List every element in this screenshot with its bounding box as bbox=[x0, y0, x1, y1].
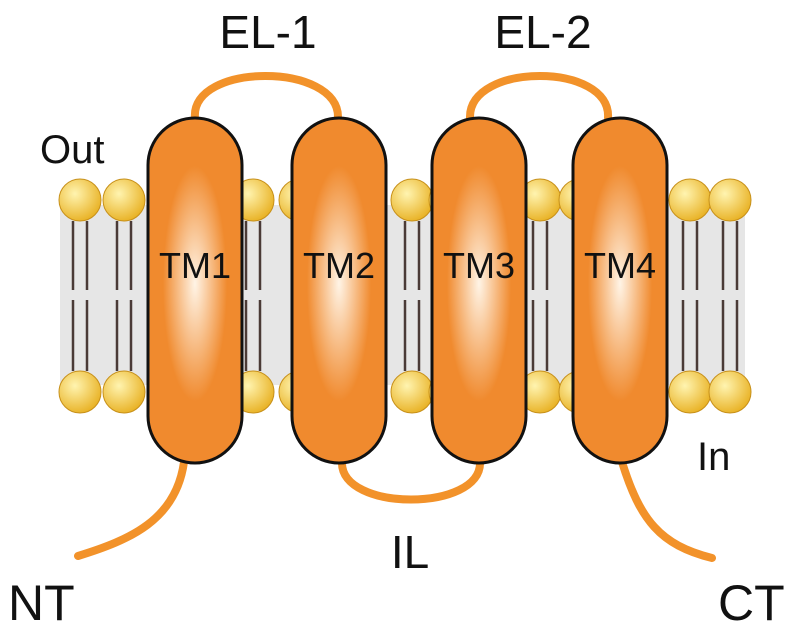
helix-tm2 bbox=[290, 116, 388, 465]
helix-label-tm2: TM2 bbox=[303, 245, 375, 286]
extracellular-loop-2 bbox=[465, 72, 613, 122]
lipid-head bbox=[708, 370, 752, 414]
extracellular-loop-1 bbox=[190, 72, 343, 122]
lipid-head bbox=[102, 178, 146, 222]
lipid-head bbox=[390, 178, 434, 222]
intracellular-loop bbox=[337, 458, 485, 504]
label-in: In bbox=[697, 435, 730, 479]
lipid-head bbox=[668, 370, 712, 414]
n-terminus-tail bbox=[74, 458, 188, 560]
helix-label-tm4: TM4 bbox=[584, 245, 656, 286]
lipid-head bbox=[390, 370, 434, 414]
helix-label-tm1: TM1 bbox=[159, 245, 231, 286]
lipid-head bbox=[58, 178, 102, 222]
label-el-2: EL-2 bbox=[494, 6, 591, 58]
label-out: Out bbox=[40, 128, 104, 172]
lipid-head bbox=[668, 178, 712, 222]
lipid-head bbox=[58, 370, 102, 414]
label-il: IL bbox=[391, 526, 429, 578]
transmembrane-helices: TM1 TM2 TM3 TM4 bbox=[146, 116, 669, 465]
c-terminus-tail bbox=[618, 458, 716, 562]
label-nt: NT bbox=[8, 575, 75, 630]
lipid-head bbox=[708, 178, 752, 222]
lipid-head bbox=[102, 370, 146, 414]
helix-label-tm3: TM3 bbox=[443, 245, 515, 286]
loops bbox=[74, 72, 716, 562]
helix-tm3 bbox=[430, 116, 528, 465]
helix-tm4 bbox=[571, 116, 669, 465]
label-ct: CT bbox=[718, 575, 785, 630]
helix-tm1 bbox=[146, 116, 244, 465]
label-el-1: EL-1 bbox=[219, 6, 316, 58]
